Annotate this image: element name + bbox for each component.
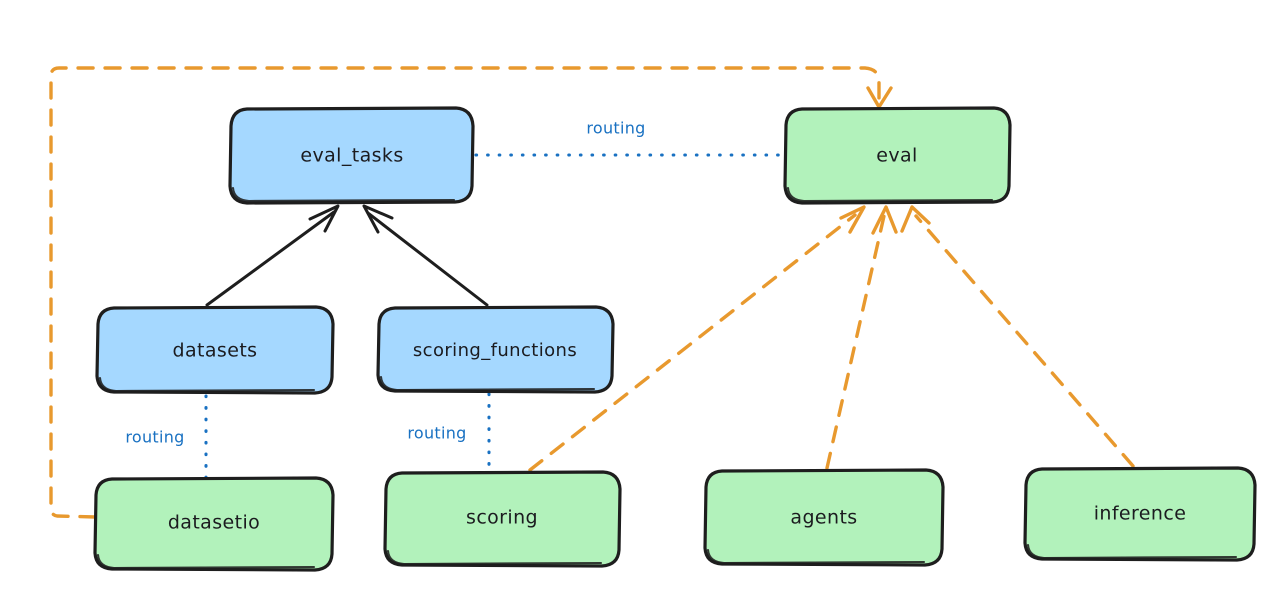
node-scoring-functions-sketch <box>379 375 596 392</box>
arrowhead-scoring-functions-eval-tasks <box>362 204 394 234</box>
edge-label-routing-eval: routing <box>586 119 645 138</box>
node-scoring-sketch <box>386 549 603 566</box>
node-datasetio-shape <box>93 476 335 572</box>
edge-path-inference-eval <box>914 214 1135 468</box>
edge-inference-eval <box>900 205 1135 468</box>
node-eval-tasks-shape <box>228 106 475 205</box>
node-agents-shape <box>703 468 945 567</box>
node-datasets-shape <box>95 305 335 395</box>
node-inference-shape <box>1023 466 1257 562</box>
node-eval-tasks-label: eval_tasks <box>300 145 403 167</box>
node-eval-shape <box>783 106 1012 205</box>
node-eval-label: eval <box>876 145 917 167</box>
node-scoring[interactable]: scoring <box>383 470 622 568</box>
node-eval-tasks[interactable]: eval_tasks <box>228 106 475 205</box>
node-eval-sketch <box>786 186 994 203</box>
node-scoring-functions-label: scoring_functions <box>413 340 577 361</box>
edge-path-scoring-eval <box>528 213 857 472</box>
node-datasetio-label: datasetio <box>168 512 260 534</box>
edge-scoring-eval <box>528 205 866 472</box>
edge-path-datasets-eval-tasks <box>205 210 336 307</box>
node-scoring-shape <box>383 470 622 568</box>
node-datasets-sketch <box>98 376 316 393</box>
node-scoring-functions[interactable]: scoring_functions <box>376 305 615 394</box>
node-datasetio[interactable]: datasetio <box>93 476 335 572</box>
edge-label-routing-scoring: routing <box>407 424 466 443</box>
arrowhead-datasets-eval-tasks <box>308 204 340 233</box>
node-inference-label: inference <box>1094 503 1187 525</box>
arrowhead-agents-eval <box>871 205 898 235</box>
node-eval-tasks-sketch <box>231 186 456 203</box>
node-inference-sketch <box>1026 543 1238 560</box>
node-agents-label: agents <box>790 507 857 529</box>
node-agents-sketch <box>706 548 926 565</box>
edge-path-scoring-functions-eval-tasks <box>366 211 489 307</box>
edge-agents-eval <box>825 205 898 470</box>
edge-scoring-functions-eval-tasks <box>362 204 489 307</box>
edge-label-routing-datasetio: routing <box>125 428 184 447</box>
edge-datasets-eval-tasks <box>205 204 340 307</box>
arrowhead-scoring-eval <box>839 205 866 234</box>
node-agents[interactable]: agents <box>703 468 945 567</box>
node-scoring-functions-shape <box>376 305 615 394</box>
node-scoring-label: scoring <box>466 507 538 529</box>
node-datasets[interactable]: datasets <box>95 305 335 395</box>
node-inference[interactable]: inference <box>1023 466 1257 562</box>
edge-path-agents-eval <box>825 214 886 470</box>
node-datasetio-sketch <box>96 553 316 570</box>
node-eval[interactable]: eval <box>783 106 1012 205</box>
arrowhead-inference-eval <box>900 205 931 233</box>
node-datasets-label: datasets <box>173 340 258 362</box>
edge-path-datasetio-eval <box>49 66 881 519</box>
